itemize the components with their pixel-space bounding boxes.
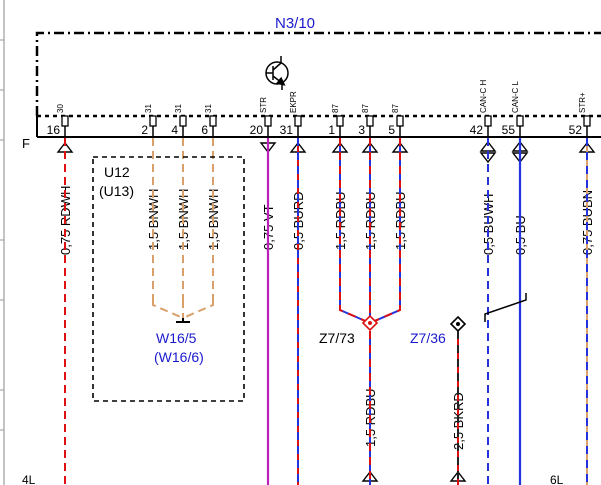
pin-terminal — [294, 115, 302, 127]
pin-1: 8711,5 RDBU — [328, 104, 349, 252]
splice-z7-36-label: Z7/36 — [410, 330, 446, 346]
pin-3: 8731,5 RDBU — [358, 104, 379, 252]
component-box — [92, 156, 245, 402]
page-ref-right: 6L — [550, 473, 564, 485]
ground-point-label-1: W16/5 — [156, 330, 197, 346]
pin-terminal — [366, 115, 374, 127]
module-boundary — [35, 31, 601, 116]
pin-terminal — [264, 115, 272, 127]
pin-number: 6 — [201, 123, 208, 137]
pin-function-label: 31 — [174, 104, 183, 113]
pin-number: 52 — [569, 123, 583, 137]
pin-function-label: STR — [259, 97, 268, 113]
pin-terminal — [583, 115, 591, 127]
component-box-line2: (U13) — [99, 183, 134, 199]
pin-function-label: 87 — [361, 104, 370, 113]
pin-function-label: 87 — [391, 104, 400, 113]
pin-terminal — [516, 115, 524, 127]
pins-layer: 30160,75 RDWH3121,5 BNWH3141,5 BNWH3161,… — [47, 79, 596, 485]
pin-function-label: 31 — [144, 104, 153, 113]
splice-z7-73-label: Z7/73 — [319, 330, 355, 346]
pin-number: 20 — [250, 123, 264, 137]
pin-number: 2 — [141, 123, 148, 137]
pin-terminal — [396, 115, 404, 127]
pin-number: 16 — [47, 123, 61, 137]
twisted-pair-marker — [484, 293, 527, 322]
pin-55: CAN-C L550,5 BU — [502, 80, 529, 257]
ground-merge — [152, 300, 214, 323]
pin-function-label: CAN-C L — [511, 80, 520, 113]
pin-function-label: 30 — [56, 104, 65, 113]
page-margin-ticks — [0, 39, 4, 431]
pin-function-label: STR+ — [578, 92, 587, 113]
pin-terminal — [179, 115, 187, 127]
pin-number: 5 — [388, 123, 395, 137]
pin-5: 8751,5 RDBU — [388, 104, 409, 252]
ground-point-label-2: (W16/6) — [154, 349, 204, 365]
pin-function-label: EKPR — [289, 91, 298, 113]
page-ref-left: 4L — [22, 473, 36, 485]
transistor-icon — [265, 56, 289, 90]
pin-16: 30160,75 RDWH — [47, 104, 74, 257]
wire-label: 0,5 BUWH — [481, 194, 496, 255]
pin-42: CAN-C H 42 0,5 BUWH — [470, 79, 497, 257]
pin-20: STR200,75 VT — [250, 97, 277, 252]
pin-terminal — [149, 115, 157, 127]
pin-number: 3 — [358, 123, 365, 137]
component-box-line1: U12 — [104, 164, 130, 180]
connector-row-label: F — [22, 136, 30, 151]
pin-function-label: 31 — [204, 104, 213, 113]
module-name: N3/10 — [275, 15, 315, 32]
pin-number: 4 — [171, 123, 178, 137]
connector-strip — [36, 116, 601, 138]
pin-function-label: 87 — [331, 104, 340, 113]
pin-number: 31 — [280, 123, 294, 137]
pin-number: 55 — [502, 123, 516, 137]
pin-number: 42 — [470, 123, 484, 137]
pin-number: 1 — [328, 123, 335, 137]
pin-terminal — [61, 115, 69, 127]
pin-function-label: CAN-C H — [479, 79, 488, 113]
pin-terminal — [209, 115, 217, 127]
pin-terminal — [336, 115, 344, 127]
pin-terminal — [484, 115, 492, 127]
